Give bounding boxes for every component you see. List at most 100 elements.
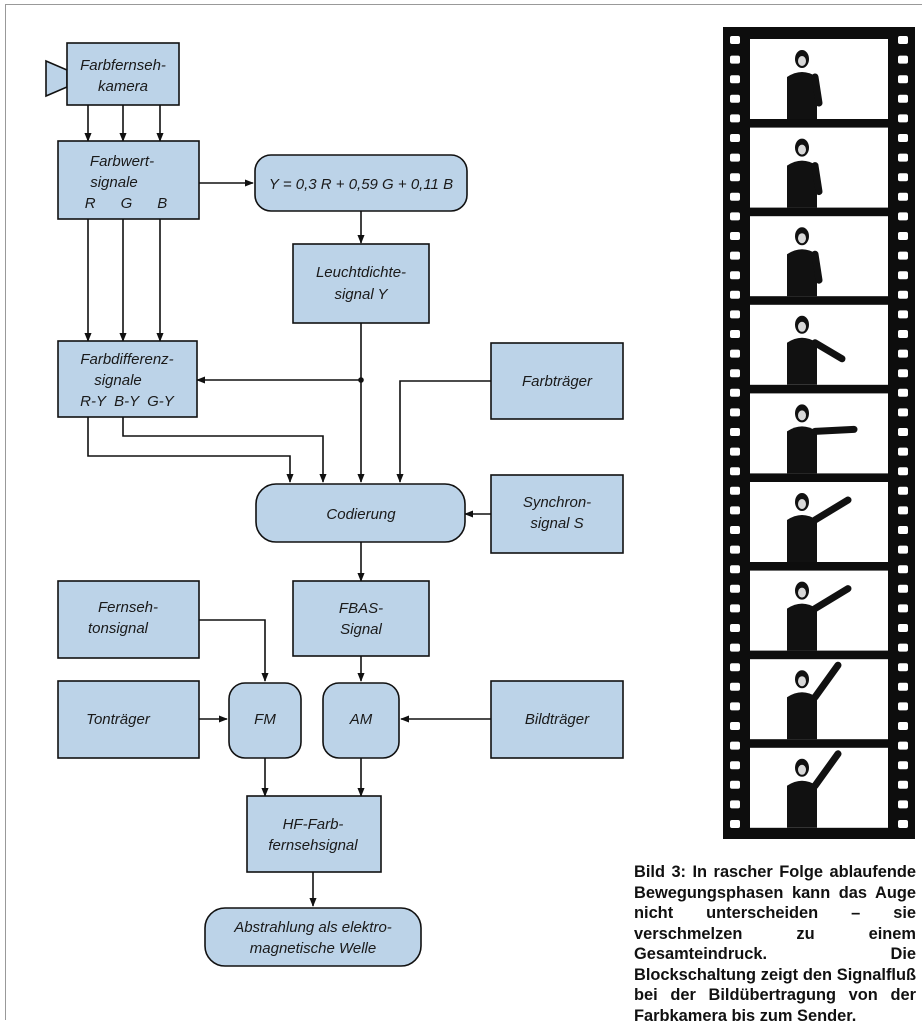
sprocket-hole-left — [730, 369, 740, 378]
sprocket-hole-left — [730, 761, 740, 770]
sprocket-hole-right — [898, 408, 908, 417]
sprocket-hole-left — [730, 428, 740, 436]
sync-label-1: Synchron- — [523, 494, 591, 511]
person-body — [787, 160, 817, 208]
person-arm — [811, 73, 823, 107]
sprocket-hole-right — [898, 153, 908, 162]
camera-label-1: Farbfernseh- — [80, 57, 166, 74]
sprocket-hole-left — [730, 114, 740, 123]
film-frame — [750, 570, 888, 651]
sprocket-hole-right — [898, 584, 908, 593]
color-carrier-block: Farbträger — [490, 342, 624, 420]
sprocket-hole-right — [898, 232, 908, 240]
sprocket-hole-left — [730, 565, 740, 574]
radiation-label-2: magnetische Welle — [250, 940, 376, 957]
person-body — [787, 603, 817, 651]
person-body — [787, 72, 817, 119]
person-body — [787, 337, 817, 385]
sprocket-hole-left — [730, 251, 740, 260]
film-frame — [750, 659, 888, 740]
sprocket-hole-right — [898, 251, 908, 260]
person-arm — [811, 661, 842, 701]
sprocket-hole-right — [898, 428, 908, 436]
sprocket-hole-right — [898, 545, 908, 554]
film-frame — [750, 39, 888, 119]
camera-block: Farbfernseh- kamera — [66, 42, 180, 106]
sprocket-hole-left — [730, 682, 740, 691]
sprocket-hole-left — [730, 232, 740, 240]
luma-signal-block: Leuchtdichte- signal Y — [292, 243, 430, 324]
junction-dot — [358, 377, 364, 383]
tv-sound-block: Fernseh- tonsignal — [57, 580, 200, 659]
sprocket-hole-left — [730, 212, 740, 221]
camera-label-2: kamera — [98, 78, 148, 95]
fbas-label-1: FBAS- — [339, 600, 383, 617]
sprocket-hole-right — [898, 290, 908, 299]
sprocket-hole-left — [730, 624, 740, 632]
rgb-signals-label-2: signale — [90, 174, 138, 191]
sprocket-hole-right — [898, 36, 908, 44]
person-body — [787, 692, 817, 740]
sync-block: Synchron- signal S — [490, 474, 624, 554]
sprocket-hole-left — [730, 702, 740, 711]
sprocket-hole-right — [898, 173, 908, 182]
sprocket-hole-left — [730, 192, 740, 201]
sprocket-hole-left — [730, 486, 740, 495]
sprocket-hole-left — [730, 780, 740, 789]
sprocket-hole-left — [730, 663, 740, 672]
sprocket-hole-right — [898, 565, 908, 574]
film-frame — [750, 216, 888, 297]
sprocket-hole-right — [898, 330, 908, 338]
radiation-label-1: Abstrahlung als elektro- — [233, 919, 392, 936]
person-arm — [811, 750, 842, 790]
film-frame — [750, 393, 888, 474]
luma-signal-label-2: signal Y — [334, 286, 388, 303]
sprocket-hole-left — [730, 290, 740, 299]
sound-carrier-block: Tonträger — [57, 680, 200, 759]
sprocket-hole-right — [898, 663, 908, 672]
figure-caption: Bild 3: In rascher Folge ablaufende Bewe… — [634, 863, 916, 1025]
sprocket-hole-right — [898, 780, 908, 789]
radiation-block: Abstrahlung als elektro- magnetische Wel… — [204, 907, 422, 967]
sprocket-hole-right — [898, 192, 908, 201]
picture-carrier-label: Bildträger — [525, 711, 590, 728]
film-frames — [750, 39, 888, 828]
person-arm — [811, 425, 858, 435]
sprocket-hole-right — [898, 741, 908, 750]
sprocket-hole-right — [898, 134, 908, 142]
blocks: Farbfernseh- kamera Farbwert- signale R … — [57, 42, 624, 967]
sync-label-2: signal S — [530, 515, 583, 532]
color-diff-label-1: Farbdifferenz- — [80, 351, 173, 368]
rgb-signals-label-3: R G B — [85, 195, 168, 212]
sprocket-hole-left — [730, 349, 740, 358]
sprocket-hole-left — [730, 722, 740, 730]
person-body — [787, 780, 817, 828]
sprocket-hole-left — [730, 741, 740, 750]
sprocket-hole-right — [898, 820, 908, 828]
sprocket-hole-right — [898, 369, 908, 378]
sprocket-hole-right — [898, 447, 908, 456]
picture-carrier-block: Bildträger — [490, 680, 624, 759]
sprocket-hole-right — [898, 349, 908, 358]
fm-modulator-block: FM — [228, 682, 302, 759]
sprocket-hole-left — [730, 506, 740, 515]
sprocket-hole-left — [730, 584, 740, 593]
sprocket-hole-left — [730, 388, 740, 397]
sprocket-hole-right — [898, 94, 908, 103]
hf-signal-block: HF-Farb- fernsehsignal — [246, 795, 382, 873]
sprocket-hole-left — [730, 173, 740, 182]
arrow-colorcarrier-to-encoder — [396, 380, 491, 483]
rgb-signals-block: Farbwert- signale R G B — [57, 140, 200, 220]
fbas-block: FBAS- Signal — [292, 580, 430, 657]
sprocket-hole-right — [898, 761, 908, 770]
person-body — [787, 249, 817, 297]
sprocket-hole-right — [898, 526, 908, 534]
sprocket-holes — [730, 36, 908, 828]
fbas-label-2: Signal — [340, 621, 382, 638]
luma-formula-block: Y = 0,3 R + 0,59 G + 0,11 B — [254, 154, 468, 212]
luma-signal-label-1: Leuchtdichte- — [316, 264, 406, 281]
sprocket-hole-left — [730, 310, 740, 319]
person-arm — [811, 162, 823, 196]
sound-carrier-label: Tonträger — [86, 711, 151, 728]
